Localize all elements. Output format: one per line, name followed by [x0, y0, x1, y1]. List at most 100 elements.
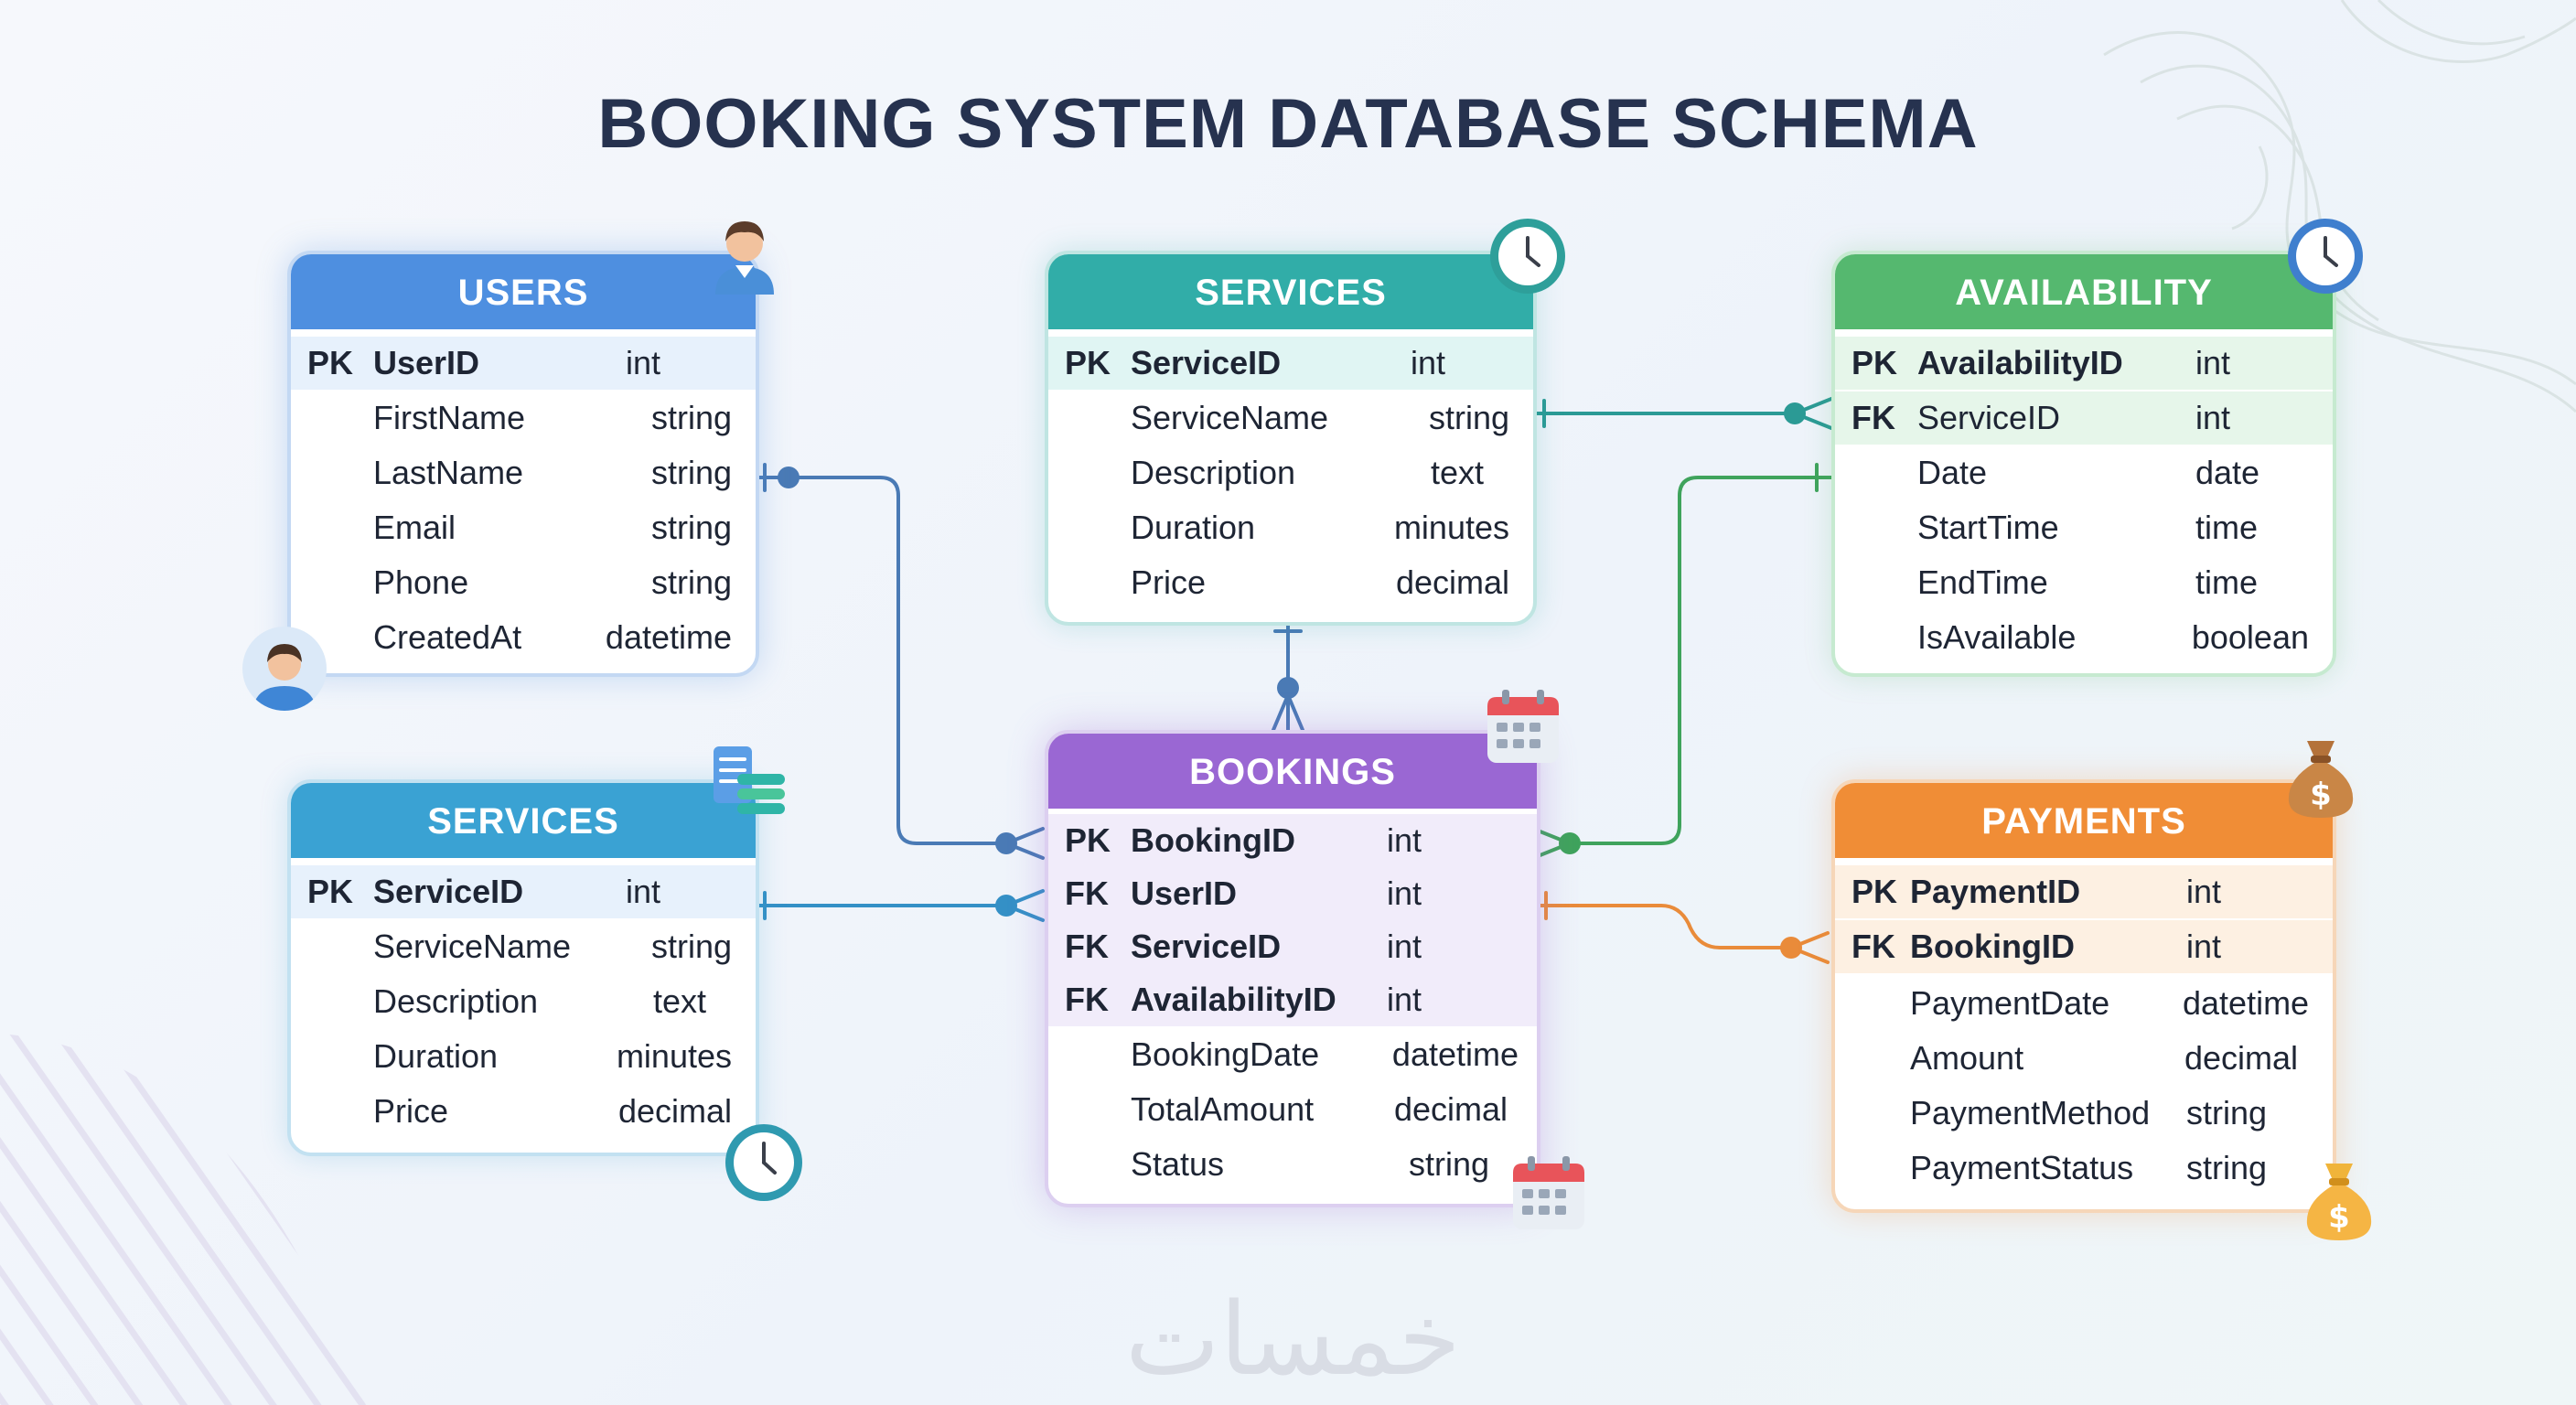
calendar-icon	[1513, 1156, 1584, 1229]
column-row: Phone string	[291, 556, 756, 609]
key-label: FK	[1852, 928, 1895, 965]
column-row: IsAvailable boolean	[1835, 611, 2333, 664]
key-label: FK	[1852, 399, 1895, 436]
column-row: Status string	[1048, 1138, 1537, 1191]
key-label: PK	[1852, 344, 1898, 381]
column-type: int	[1387, 981, 1422, 1018]
column-type: decimal	[1393, 1090, 1508, 1128]
entity-services: SERVICES PK ServiceID int ServiceName st…	[1045, 251, 1537, 626]
column-row: PaymentStatus string	[1835, 1142, 2333, 1195]
column-row: Price decimal	[1048, 556, 1533, 609]
column-name: Description	[1131, 454, 1296, 491]
column-row: Price decimal	[291, 1085, 756, 1138]
column-type: decimal	[617, 1092, 732, 1130]
entity-availability: AVAILABILITY PK AvailabilityID int FK Se…	[1831, 251, 2336, 677]
column-type: datetime	[1391, 1035, 1519, 1073]
column-name: BookingID	[1131, 821, 1295, 859]
column-type: time	[2195, 509, 2259, 546]
entity-header: SERVICES	[1048, 254, 1533, 329]
svg-text:$: $	[2328, 1199, 2350, 1236]
key-label: PK	[307, 873, 354, 910]
entity-header: SERVICES	[291, 783, 756, 858]
column-type: string	[1428, 399, 1509, 436]
column-name: LastName	[373, 454, 524, 491]
column-type: string	[2186, 1094, 2268, 1132]
user-avatar-icon	[715, 221, 774, 295]
column-name: EndTime	[1917, 563, 2048, 601]
money-bag-icon: $	[2288, 741, 2354, 818]
column-name: Phone	[373, 563, 469, 601]
column-type: date	[2195, 454, 2260, 491]
column-type: decimal	[1395, 563, 1509, 601]
column-type: time	[2195, 563, 2259, 601]
column-row: PaymentDate datetime	[1835, 977, 2333, 1030]
link-services-bookings	[1272, 617, 1304, 732]
column-type: string	[650, 399, 732, 436]
column-row: PK ServiceID int	[1048, 337, 1533, 390]
column-row: PaymentMethod string	[1835, 1087, 2333, 1140]
column-row: PK BookingID int	[1048, 814, 1537, 867]
column-name: Duration	[1131, 509, 1256, 546]
column-row: PK ServiceID int	[291, 865, 756, 918]
column-name: Date	[1917, 454, 1988, 491]
column-name: Amount	[1910, 1039, 2024, 1077]
clock-icon	[725, 1124, 802, 1201]
column-row: EndTime time	[1835, 556, 2333, 609]
entity-header: AVAILABILITY	[1835, 254, 2333, 329]
entity-payments: PAYMENTS PK PaymentID int FK BookingID i…	[1831, 779, 2336, 1213]
key-label: FK	[1065, 928, 1109, 965]
column-row: TotalAmount decimal	[1048, 1083, 1537, 1136]
key-label: PK	[1065, 344, 1111, 381]
page-title: BOOKING SYSTEM DATABASE SCHEMA	[597, 85, 1979, 163]
column-type: string	[650, 454, 732, 491]
column-row: ServiceName string	[1048, 391, 1533, 445]
column-type: int	[2186, 873, 2222, 910]
column-row: FK UserID int	[1048, 867, 1537, 920]
svg-text:$: $	[2310, 777, 2332, 813]
column-name: FirstName	[373, 399, 526, 436]
column-row: Duration minutes	[1048, 501, 1533, 554]
column-row: Description text	[291, 975, 756, 1028]
column-type: string	[650, 928, 732, 965]
column-name: BookingID	[1910, 928, 2075, 965]
column-row: PK AvailabilityID int	[1835, 337, 2333, 390]
column-type: int	[1411, 344, 1446, 381]
column-row: Email string	[291, 501, 756, 554]
link-users-bookings	[750, 463, 1045, 860]
column-type: int	[2195, 399, 2231, 436]
column-name: Duration	[373, 1037, 499, 1075]
column-type: int	[1387, 821, 1422, 859]
column-type: minutes	[616, 1037, 732, 1075]
entity-users: USERS PK UserID int FirstName string Las…	[287, 251, 759, 677]
column-row: FirstName string	[291, 391, 756, 445]
column-row: PK UserID int	[291, 337, 756, 390]
column-name: Price	[1131, 563, 1207, 601]
key-label: FK	[1065, 981, 1109, 1018]
column-name: ServiceID	[373, 873, 524, 910]
column-name: AvailabilityID	[1131, 981, 1336, 1018]
column-name: AvailabilityID	[1917, 344, 2123, 381]
column-row: Duration minutes	[291, 1030, 756, 1083]
column-name: ServiceID	[1917, 399, 2061, 436]
clock-icon	[1490, 219, 1565, 294]
entity-header: USERS	[291, 254, 756, 329]
column-row: Description text	[1048, 446, 1533, 499]
column-type: datetime	[2183, 984, 2310, 1022]
entity-bookings: BOOKINGS PK BookingID int FK UserID int …	[1045, 730, 1540, 1207]
column-type: string	[2186, 1149, 2268, 1186]
column-name: CreatedAt	[373, 618, 522, 656]
column-type: datetime	[605, 618, 732, 656]
column-name: ServiceName	[373, 928, 572, 965]
column-type: string	[650, 509, 732, 546]
column-name: PaymentMethod	[1910, 1094, 2151, 1132]
column-type: text	[652, 982, 706, 1020]
column-name: Email	[373, 509, 456, 546]
column-name: UserID	[373, 344, 480, 381]
column-name: IsAvailable	[1917, 618, 2077, 656]
calendar-icon	[1487, 690, 1559, 763]
column-row: PK PaymentID int	[1835, 865, 2333, 918]
column-name: Description	[373, 982, 539, 1020]
column-type: decimal	[2184, 1039, 2299, 1077]
user-avatar-icon	[242, 627, 327, 711]
link-availability-bookings	[1531, 463, 1833, 860]
